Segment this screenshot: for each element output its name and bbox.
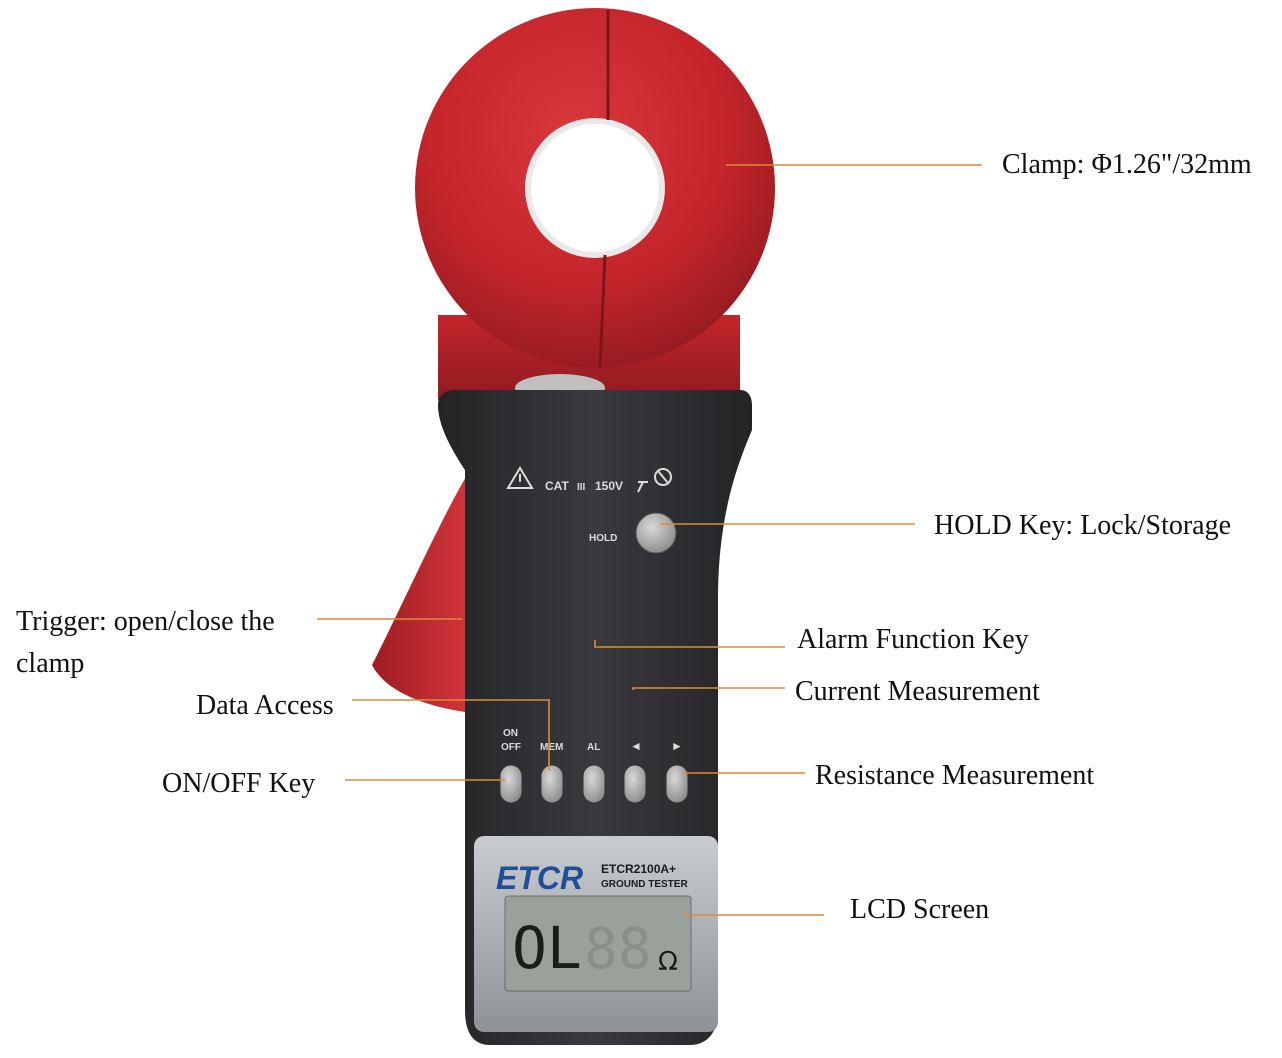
callout-hold-key: HOLD Key: Lock/Storage [934, 510, 1232, 541]
safety-category-label: III [577, 482, 586, 493]
callout-on-off: ON/OFF Key [162, 768, 316, 799]
ground-symbol-icon [637, 481, 648, 493]
key-label-mem: MEM [540, 742, 563, 753]
callout-trigger-line2: clamp [16, 648, 85, 679]
callout-data-access: Data Access [196, 690, 334, 721]
al-key[interactable] [582, 764, 606, 804]
safety-cat-label: CAT [545, 479, 569, 493]
lcd-reading: OL [512, 914, 582, 982]
lcd-display [504, 895, 692, 992]
callout-clamp: Clamp: Φ1.26"/32mm [1002, 149, 1252, 180]
leader-lines [317, 164, 982, 916]
callout-resistance: Resistance Measurement [815, 760, 1095, 791]
right-key[interactable] [665, 764, 689, 804]
mem-key[interactable] [540, 764, 564, 804]
callout-alarm-key: Alarm Function Key [797, 624, 1029, 655]
left-key[interactable] [623, 764, 647, 804]
callout-lcd: LCD Screen [850, 894, 990, 925]
key-label-on: ON [503, 728, 518, 739]
brand-logo: ETCR [496, 860, 583, 896]
key-label-off: OFF [501, 742, 521, 753]
clamp-ring [415, 8, 775, 369]
key-label-right: ► [671, 739, 683, 753]
hold-key-button[interactable] [635, 512, 677, 554]
circle-slash-icon [654, 468, 672, 486]
model-subtitle: GROUND TESTER [601, 879, 688, 890]
hold-key-label: HOLD [589, 533, 617, 544]
trigger-lever[interactable] [372, 470, 470, 712]
safety-voltage-label: 150V [595, 479, 623, 493]
warning-triangle-icon [506, 466, 534, 489]
key-label-left: ◄ [630, 739, 642, 753]
key-label-al: AL [587, 742, 600, 753]
lcd-ghost-digits: 88 [584, 917, 651, 982]
model-label: ETCR2100A+ [601, 862, 676, 876]
callout-current: Current Measurement [795, 676, 1040, 707]
callout-trigger-line1: Trigger: open/close the [16, 606, 275, 637]
lcd-unit: Ω [658, 947, 678, 977]
on-off-key[interactable] [499, 764, 523, 804]
